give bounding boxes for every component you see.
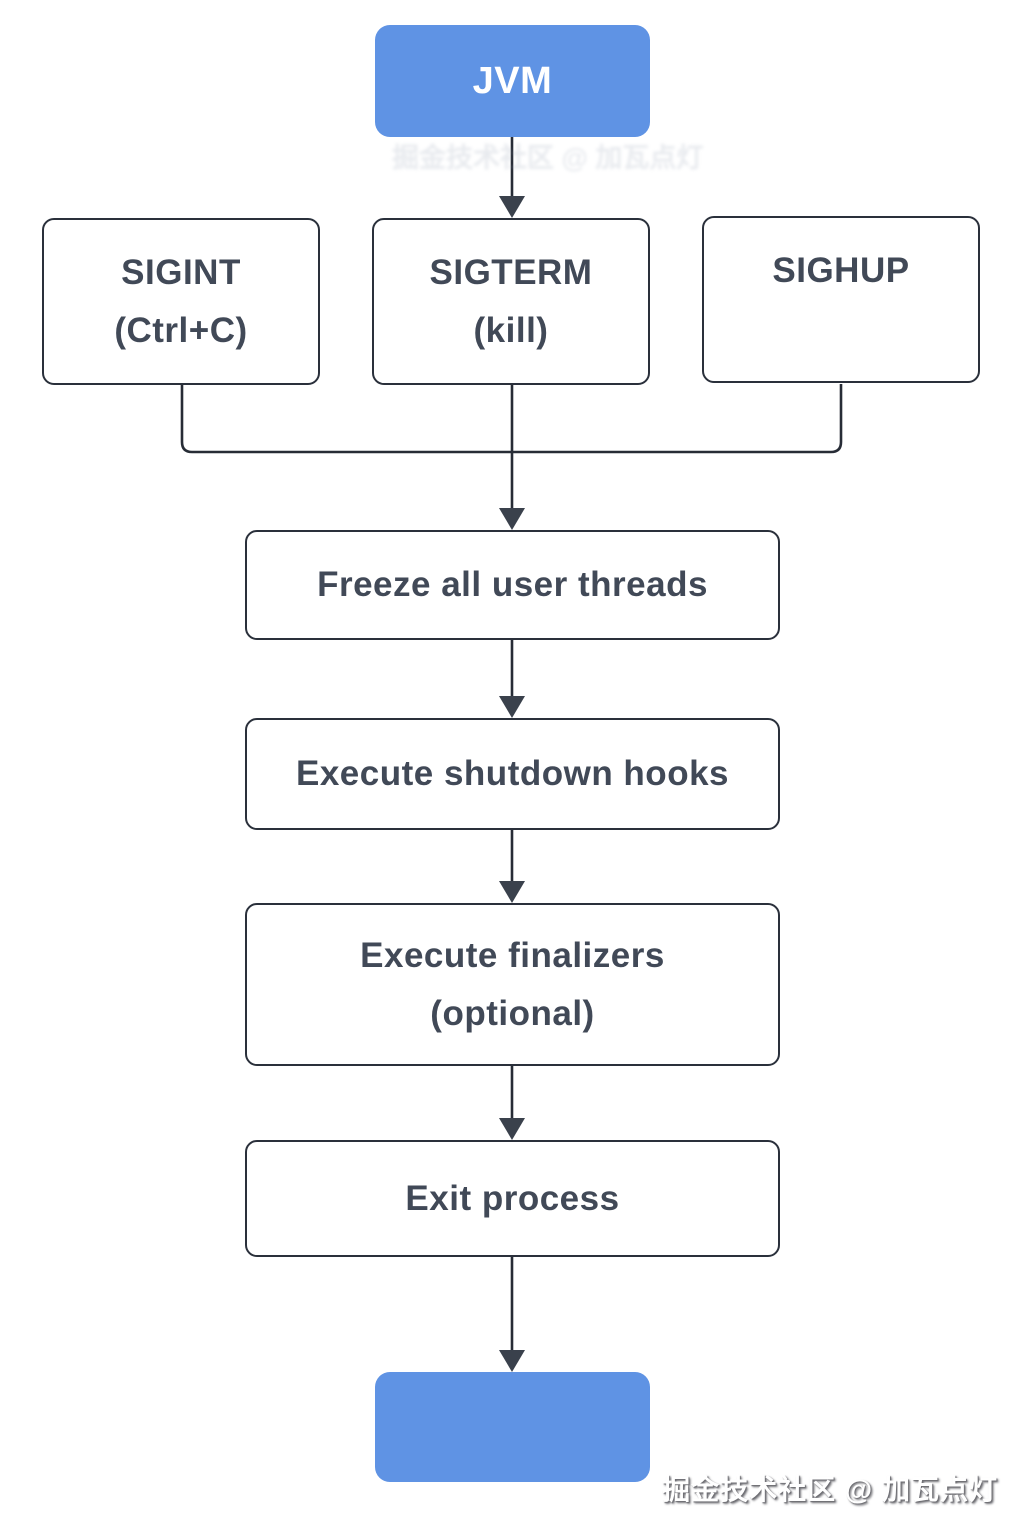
node-sigint-label-line1: SIGINT: [121, 252, 241, 292]
node-end: [375, 1372, 650, 1482]
node-finalizers-label-line1: Execute finalizers: [360, 935, 665, 975]
arrowhead-exit-end: [499, 1350, 525, 1372]
node-freeze-user-threads: Freeze all user threads: [245, 530, 780, 640]
arrowhead-hooks-finalizers: [499, 881, 525, 903]
arrowhead-sigterm-freeze: [499, 508, 525, 530]
node-sigterm: SIGTERM (kill): [372, 218, 650, 385]
node-finalizers-label-line2: (optional): [430, 993, 595, 1033]
node-exit-process: Exit process: [245, 1140, 780, 1257]
node-sigint: SIGINT (Ctrl+C): [42, 218, 320, 385]
node-shutdown-hooks: Execute shutdown hooks: [245, 718, 780, 830]
node-finalizers: Execute finalizers (optional): [245, 903, 780, 1066]
node-sighup: SIGHUP: [702, 216, 980, 383]
faint-background-watermark: 掘金技术社区 @ 加瓦点灯: [392, 143, 704, 173]
arrowhead-freeze-hooks: [499, 696, 525, 718]
arrowhead-finalizers-exit: [499, 1118, 525, 1140]
node-sigterm-label-line1: SIGTERM: [429, 252, 593, 292]
node-hooks-label: Execute shutdown hooks: [296, 754, 729, 793]
node-jvm: JVM: [375, 25, 650, 137]
node-sigterm-label-line2: (kill): [473, 310, 549, 350]
arrowhead-jvm-sigterm: [499, 196, 525, 218]
node-sigint-label-line2: (Ctrl+C): [114, 310, 248, 350]
node-jvm-label: JVM: [472, 59, 553, 102]
node-exit-label: Exit process: [405, 1178, 620, 1218]
node-freeze-label: Freeze all user threads: [317, 565, 708, 604]
edge-merge-bus: [180, 384, 843, 454]
node-sighup-label-line1: SIGHUP: [772, 250, 910, 290]
watermark: 掘金技术社区 @ 加瓦点灯: [662, 1474, 998, 1505]
